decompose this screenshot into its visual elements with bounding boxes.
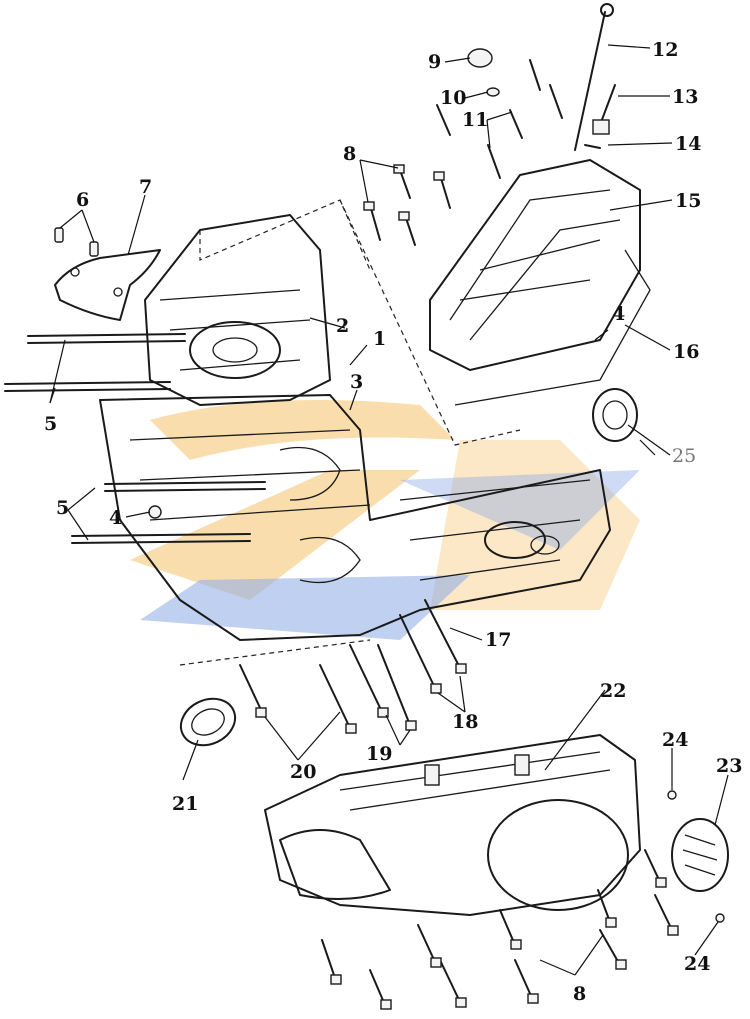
callout-22: 22 bbox=[600, 680, 626, 702]
left-crankcase-part-2 bbox=[144, 199, 371, 406]
callout-labels: 1 2 3 4 4 5 5 6 7 8 8 9 10 11 12 13 14 1… bbox=[44, 39, 742, 1005]
oil-filler-parts-9-14 bbox=[436, 3, 616, 179]
callout-14: 14 bbox=[675, 133, 701, 155]
callout-15: 15 bbox=[675, 190, 701, 212]
callout-18: 18 bbox=[452, 711, 478, 733]
callout-20: 20 bbox=[290, 761, 316, 783]
bolts-part-8-lower bbox=[321, 849, 679, 1010]
callout-10: 10 bbox=[440, 87, 466, 109]
callout-1: 1 bbox=[373, 328, 386, 350]
right-cover-part-15 bbox=[339, 159, 651, 446]
callout-4-left: 4 bbox=[109, 507, 122, 529]
callout-3: 3 bbox=[350, 371, 363, 393]
callout-24-upper: 24 bbox=[662, 729, 688, 751]
callout-5-lower: 5 bbox=[56, 497, 69, 519]
callout-21: 21 bbox=[172, 793, 198, 815]
screws-part-6 bbox=[54, 227, 99, 257]
studs-part-5 bbox=[4, 333, 266, 544]
callout-7: 7 bbox=[139, 176, 152, 198]
callout-8-lower: 8 bbox=[573, 983, 586, 1005]
callout-16: 16 bbox=[673, 341, 699, 363]
callout-12: 12 bbox=[652, 39, 678, 61]
leader-lines bbox=[49, 44, 729, 976]
callout-8-upper: 8 bbox=[343, 143, 356, 165]
callout-11: 11 bbox=[462, 109, 488, 131]
callout-2: 2 bbox=[336, 315, 349, 337]
callout-9: 9 bbox=[428, 51, 441, 73]
oil-seal-part-21 bbox=[179, 697, 237, 747]
shield-plate-part-7 bbox=[54, 249, 161, 321]
oil-seal-part-25 bbox=[592, 388, 638, 442]
transmission-cover-part-22 bbox=[264, 734, 641, 916]
callout-23: 23 bbox=[716, 755, 742, 777]
callout-25: 25 bbox=[672, 445, 696, 467]
bolts-part-8-upper bbox=[363, 164, 451, 246]
callout-24-lower: 24 bbox=[684, 953, 710, 975]
filter-cover-part-23 bbox=[667, 790, 729, 923]
callout-17: 17 bbox=[485, 629, 511, 651]
callout-19: 19 bbox=[366, 743, 392, 765]
callout-6: 6 bbox=[76, 189, 89, 211]
bolts-parts-17-20 bbox=[179, 599, 467, 734]
main-crankcase-part-3 bbox=[99, 394, 611, 641]
callout-4-right: 4 bbox=[612, 303, 625, 325]
callout-5-upper: 5 bbox=[44, 413, 57, 435]
callout-13: 13 bbox=[672, 86, 698, 108]
